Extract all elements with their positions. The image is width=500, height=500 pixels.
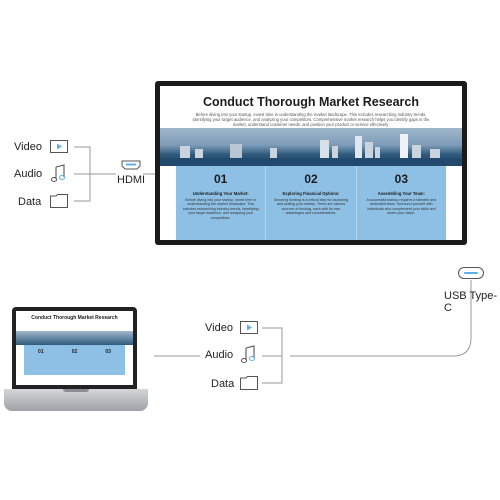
laptop-base	[4, 389, 148, 411]
left-audio-label: Audio	[14, 168, 43, 180]
laptop-city-image	[16, 331, 133, 345]
step-text: Securing funding is a critical step for …	[273, 198, 349, 216]
display-screen: Conduct Thorough Market Research Before …	[160, 86, 462, 240]
hdmi-port-icon	[121, 160, 141, 170]
usb-c-label: USB Type-C	[444, 290, 497, 314]
city-skyline-image	[160, 128, 462, 166]
step-heading: Assembling Your Team:	[377, 191, 425, 196]
step-text: A successful startup requires a talented…	[366, 198, 437, 216]
left-video-label: Video	[14, 141, 42, 153]
folder-icon	[240, 376, 258, 390]
right-data-label: Data	[211, 378, 235, 390]
video-icon	[50, 140, 68, 153]
laptop-step-number: 03	[105, 349, 111, 355]
step-card: 01 Understanding Your Market: Before div…	[176, 166, 265, 240]
video-icon	[240, 321, 258, 334]
laptop-screen: Conduct Thorough Market Research 01 02 0…	[16, 311, 133, 385]
display-intro: Before diving into your startup, invest …	[192, 112, 430, 127]
step-card: 02 Exploring Financial Options: Securing…	[265, 166, 355, 240]
step-card: 03 Assembling Your Team: A successful st…	[355, 166, 446, 240]
right-audio-label: Audio	[205, 349, 234, 361]
right-video-label: Video	[205, 322, 233, 334]
folder-icon	[50, 194, 68, 208]
laptop-title: Conduct Thorough Market Research	[31, 315, 118, 321]
step-number: 01	[213, 172, 228, 186]
step-heading: Exploring Financial Options:	[282, 191, 340, 196]
laptop-steps-panel: 01 02 03	[24, 345, 125, 375]
display-title: Conduct Thorough Market Research	[203, 95, 419, 109]
step-number: 02	[304, 172, 318, 186]
steps-panel: 01 Understanding Your Market: Before div…	[176, 166, 446, 240]
left-data-label: Data	[18, 196, 42, 208]
step-number: 03	[394, 172, 408, 186]
step-heading: Understanding Your Market:	[192, 191, 249, 196]
hdmi-label: HDMI	[117, 174, 146, 186]
usb-c-port-icon	[458, 267, 484, 279]
laptop-step-number: 01	[38, 349, 44, 355]
music-note-icon	[240, 345, 256, 363]
step-text: Before diving into your startup, invest …	[182, 198, 259, 220]
music-note-icon	[50, 164, 66, 182]
display-monitor: Conduct Thorough Market Research Before …	[155, 81, 467, 245]
laptop-step-number: 02	[71, 349, 78, 355]
laptop-notch	[63, 389, 89, 392]
laptop: Conduct Thorough Market Research 01 02 0…	[12, 307, 137, 389]
